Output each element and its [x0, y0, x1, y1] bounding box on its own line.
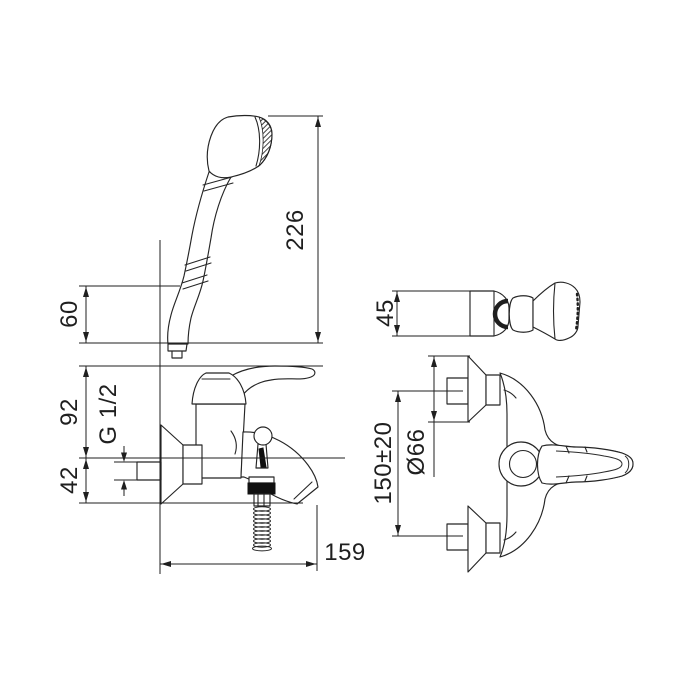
handle-band-lower [184, 256, 212, 272]
handle-band-upper [202, 176, 234, 192]
dim-45: 45 [372, 290, 470, 337]
top-union-nut [485, 374, 501, 406]
head-spray-face [258, 116, 273, 168]
lever-plan [536, 444, 634, 485]
handset-cone-cup [508, 295, 534, 333]
dim-label-g12: G 1/2 [95, 383, 122, 444]
handset-bell [532, 281, 581, 341]
body-bend-seam-bottom [503, 531, 517, 541]
handle-band-bottom [181, 274, 209, 290]
wall-escutcheon [160, 424, 184, 505]
bell-seam [552, 282, 556, 340]
bottom-union-flange [467, 505, 487, 573]
dim-92: 92 [56, 366, 89, 458]
spout-outlet-rim [293, 481, 313, 500]
side-view-handset [167, 114, 273, 359]
hose-nipple-lines [257, 493, 265, 507]
top-view-mixer [446, 355, 634, 573]
mixer-body-side [195, 403, 246, 479]
thread-stub-g12 [136, 461, 162, 481]
handset-hose-outlet [167, 343, 188, 359]
dimension-annotations: 226 60 92 42 [56, 115, 470, 574]
dim-g12: G 1/2 [95, 383, 137, 496]
handset-handle [167, 171, 232, 345]
dim-159: 159 [160, 505, 366, 571]
body-spout-seam [230, 430, 237, 455]
profile-view-bracket-handset [469, 281, 581, 341]
body-bend-seam-top [503, 389, 517, 399]
hose-collar [248, 476, 275, 484]
wall-bracket-plate [469, 290, 510, 337]
dim-66: Ø66 [403, 355, 470, 477]
hose-nipple [253, 493, 271, 507]
dim-label-60: 60 [56, 300, 83, 328]
dim-150: 150±20 [370, 390, 463, 537]
side-view-mixer [136, 365, 319, 552]
dim-label-45: 45 [372, 299, 399, 327]
dim-label-150: 150±20 [370, 422, 397, 505]
bottom-union-nut [485, 522, 501, 554]
handle-stem-circle [508, 449, 538, 479]
dim-label-42: 42 [56, 466, 83, 494]
top-union-flange [467, 355, 487, 423]
handset-head [206, 114, 273, 179]
dim-label-92: 92 [56, 398, 83, 426]
lever-tip-rim [624, 455, 630, 474]
lever-inner-outline [555, 450, 623, 478]
lever-grip-ticks [565, 445, 588, 484]
escutcheon-nut [182, 444, 203, 485]
bell-spray-face [574, 292, 579, 332]
dim-42: 42 [56, 458, 89, 503]
dim-226: 226 [282, 116, 321, 343]
hose-spring-coil [252, 506, 272, 552]
diverter-knob [253, 426, 273, 446]
hose-nut-band [247, 482, 276, 495]
dim-label-159: 159 [324, 539, 366, 566]
dim-label-226: 226 [282, 209, 309, 251]
ball-joint-outer-ring [492, 298, 509, 330]
mixer-dome-cap [191, 372, 247, 405]
dim-60: 60 [56, 286, 89, 343]
dim-label-66: Ø66 [403, 429, 430, 476]
bottom-union-thread-stub [446, 523, 469, 551]
head-face-rim [254, 116, 261, 167]
